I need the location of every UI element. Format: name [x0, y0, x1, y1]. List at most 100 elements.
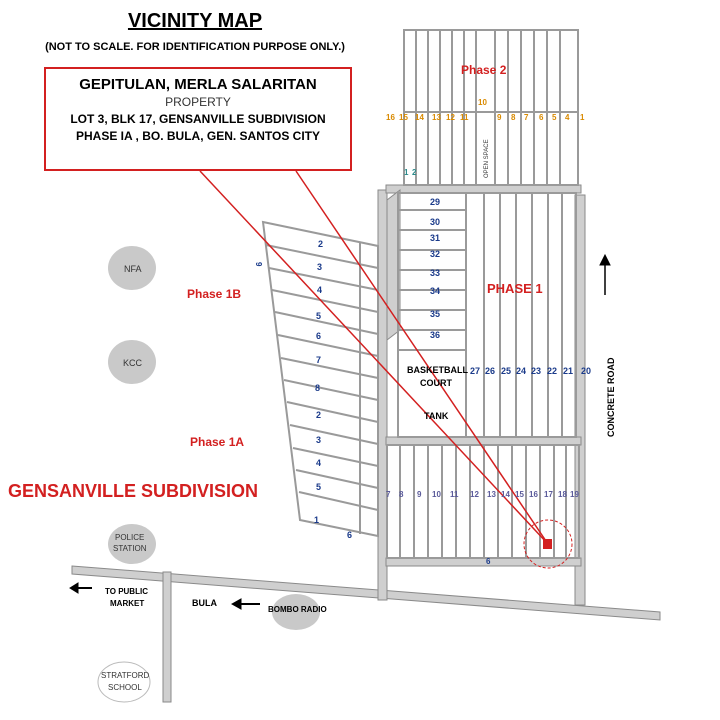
lot-number: 31 [430, 233, 440, 243]
nfa-landmark [108, 246, 156, 290]
leader-lines [199, 170, 549, 545]
phase2-label: Phase 2 [461, 63, 507, 77]
lot-number: 13 [487, 490, 496, 499]
property-marker [543, 539, 552, 549]
lot-number: 29 [430, 197, 440, 207]
kcc-landmark [108, 340, 156, 384]
lot-number: 8 [315, 383, 320, 393]
lot-number: 33 [430, 268, 440, 278]
lot-number: 7 [386, 490, 391, 499]
tank-label: TANK [424, 411, 449, 421]
main-road [71, 565, 661, 621]
lot-number: 2 [316, 410, 321, 420]
property-label: PROPERTY [165, 95, 231, 109]
lot-number: 1 [580, 113, 585, 122]
arrows [69, 253, 611, 610]
road-number: 6 [486, 557, 491, 566]
basketball-label-2: COURT [420, 378, 452, 388]
property-info-box: GEPITULAN, MERLA SALARITAN PROPERTY LOT … [44, 67, 352, 171]
phase1a-label: Phase 1A [190, 435, 244, 449]
lot-number: 6 [347, 530, 352, 540]
subdivision-label: GENSANVILLE SUBDIVISION [8, 481, 258, 501]
lot-number: 7 [524, 113, 529, 122]
lot-number: 26 [485, 366, 495, 376]
lot-number: 18 [558, 490, 567, 499]
street-middle [385, 436, 582, 446]
property-owner: GEPITULAN, MERLA SALARITAN [79, 76, 317, 93]
lot-number: 5 [552, 113, 557, 122]
lot-number: 22 [547, 366, 557, 376]
lot-number: 6 [539, 113, 544, 122]
lot-number: 16 [529, 490, 538, 499]
phase2-block [403, 29, 579, 186]
basketball-label-1: BASKETBALL [407, 365, 468, 375]
bula-label: BULA [192, 598, 217, 608]
lot-number: 24 [516, 366, 526, 376]
road-number: 2 [412, 168, 417, 177]
lot-number: 27 [470, 366, 480, 376]
lot-number: 35 [430, 309, 440, 319]
lot-number: 3 [316, 435, 321, 445]
public-market-label-2: MARKET [110, 599, 144, 608]
lot-number: 11 [460, 113, 469, 122]
lot-number: 14 [501, 490, 510, 499]
open-space-label: OPEN SPACE [484, 139, 490, 178]
landmarks [97, 246, 320, 703]
phase1-block [397, 192, 577, 438]
street-south [385, 557, 582, 567]
lot-number: 10 [478, 98, 487, 107]
lot-number: 17 [544, 490, 553, 499]
lot-number: 12 [470, 490, 479, 499]
bula-arrow-head [230, 598, 242, 610]
property-phase: PHASE IA , BO. BULA, GEN. SANTOS CITY [75, 129, 321, 143]
lot-number: 9 [497, 113, 502, 122]
lot-number: 19 [570, 490, 579, 499]
lot-number: 15 [515, 490, 524, 499]
police-label-2: STATION [113, 544, 147, 553]
lot-number: 6 [316, 331, 321, 341]
stratford-label-2: SCHOOL [108, 683, 142, 692]
lot-number: 25 [501, 366, 511, 376]
property-lot: LOT 3, BLK 17, GENSANVILLE SUBDIVISION [70, 112, 326, 126]
north-arrow-head [599, 253, 611, 266]
stratford-label-1: STRATFORD [101, 671, 150, 680]
lot-number: 15 [399, 113, 408, 122]
kcc-label: KCC [123, 358, 143, 368]
map-subtitle: (NOT TO SCALE. FOR IDENTIFICATION PURPOS… [45, 41, 345, 53]
roads [71, 184, 661, 703]
market-arrow-head [69, 582, 79, 594]
property-circle [523, 519, 573, 569]
phase1b-label: Phase 1B [187, 287, 241, 301]
lot-number: 7 [316, 355, 321, 365]
lot-number: 8 [399, 490, 404, 499]
lot-number: 3 [317, 262, 322, 272]
map-title: VICINITY MAP [127, 10, 263, 32]
bombo-landmark [272, 594, 320, 630]
lot-number: 11 [450, 490, 459, 499]
lot-number: 5 [316, 482, 321, 492]
south-road [162, 571, 172, 703]
lot-number: 21 [563, 366, 573, 376]
street-north [385, 184, 582, 194]
police-landmark [108, 524, 156, 564]
nfa-label: NFA [124, 264, 142, 274]
road-number: 9 [254, 262, 263, 267]
lot-number: 23 [531, 366, 541, 376]
police-label-1: POLICE [115, 533, 144, 542]
lot-number: 9 [417, 490, 422, 499]
lot-number: 20 [581, 366, 591, 376]
lot-number: 34 [430, 286, 440, 296]
map-labels: Phase 2 PHASE 1 Phase 1B Phase 1A GENSAN… [8, 63, 616, 692]
lot-number: 36 [430, 330, 440, 340]
lot-number: 16 [386, 113, 395, 122]
lot-number: 32 [430, 249, 440, 259]
lot-number: 10 [432, 490, 441, 499]
concrete-road-label: CONCRETE ROAD [606, 357, 616, 437]
road-number: 1 [404, 168, 409, 177]
